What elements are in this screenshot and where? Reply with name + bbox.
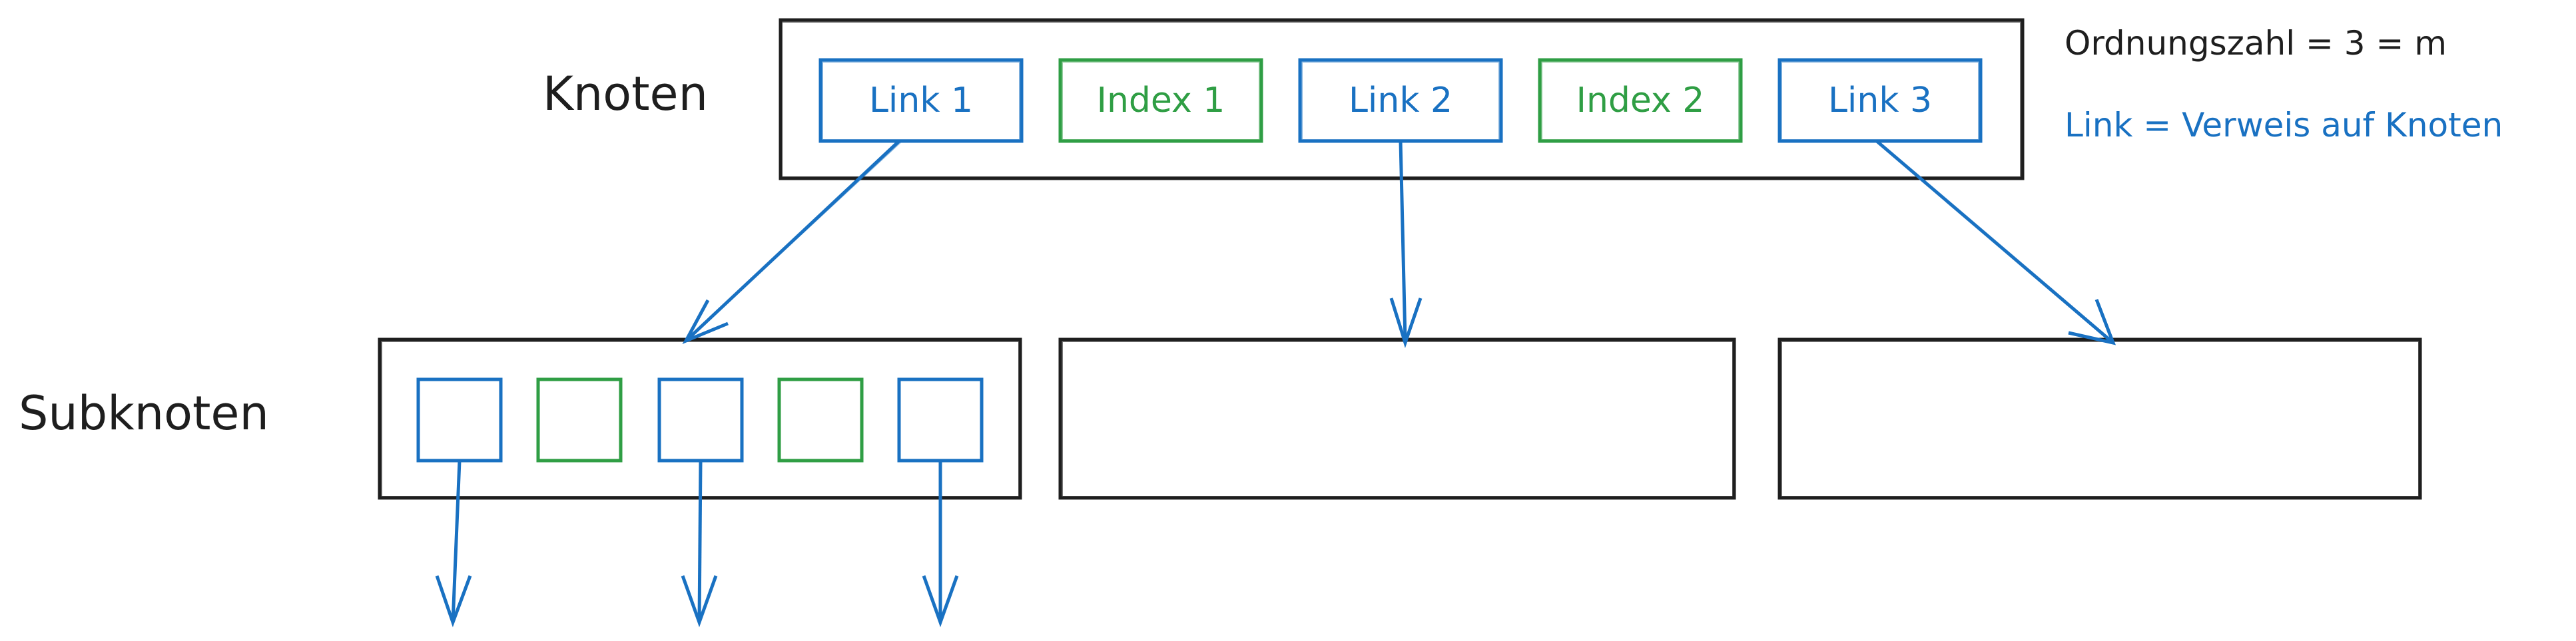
subnode-cell-index xyxy=(777,377,864,463)
arrow-link-2-to-subnode-2 xyxy=(1389,140,1423,349)
arrow-subnode-link-down xyxy=(922,461,959,628)
arrow-link-3-to-subnode-3 xyxy=(1875,140,2116,345)
top-cell-index-2: Index 2 xyxy=(1538,58,1743,143)
subnode-cell-link xyxy=(657,377,744,463)
top-cell-label: Link 1 xyxy=(869,81,973,120)
top-cell-link-3: Link 3 xyxy=(1777,58,1983,143)
top-cell-label: Index 2 xyxy=(1576,81,1705,120)
subnode-cell-index xyxy=(536,377,623,463)
subknoten-label: Subknoten xyxy=(19,386,269,441)
top-cell-label: Link 2 xyxy=(1349,81,1452,120)
link-definition-note: Link = Verweis auf Knoten xyxy=(2065,106,2503,144)
top-cell-label: Index 1 xyxy=(1097,81,1225,120)
knoten-label: Knoten xyxy=(543,67,708,121)
top-cell-index-1: Index 1 xyxy=(1058,58,1263,143)
order-note: Ordnungszahl = 3 = m xyxy=(2065,24,2447,63)
top-cell-label: Link 3 xyxy=(1828,81,1932,120)
subnode-cell-link xyxy=(897,377,984,463)
top-cell-link-1: Link 1 xyxy=(818,58,1024,143)
arrow-link-1-to-subnode-1 xyxy=(682,140,901,344)
arrow-subnode-link-down xyxy=(435,460,472,628)
subnode-3 xyxy=(1777,337,2422,500)
top-cell-link-2: Link 2 xyxy=(1298,58,1503,143)
subnode-cell-link xyxy=(416,377,503,463)
arrow-subnode-link-down xyxy=(681,460,718,628)
top-node: Link 1 Index 1 Link 2 Index 2 Link 3 xyxy=(779,18,2025,180)
subnode-2 xyxy=(1058,337,1736,500)
